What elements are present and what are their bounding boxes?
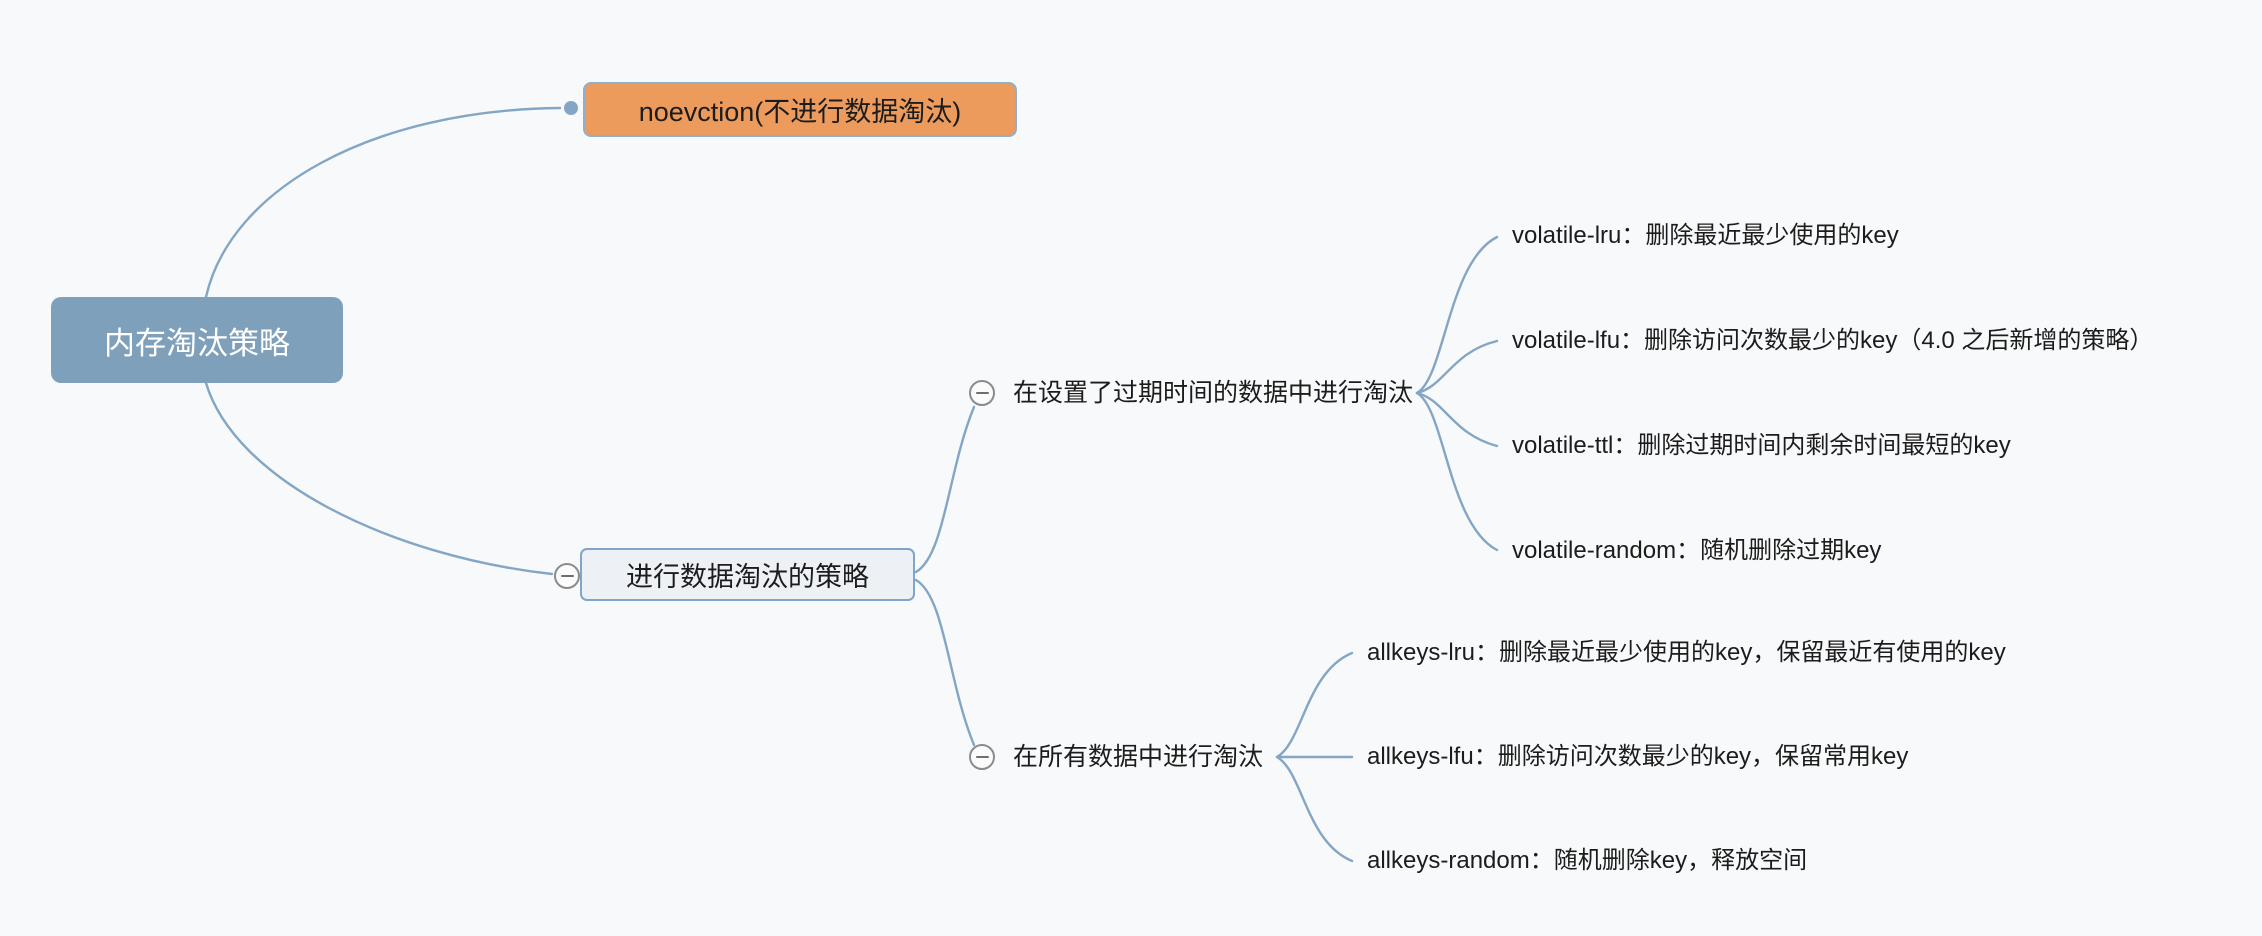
leaf-topic-volatile-lru[interactable]: volatile-lru：删除最近最少使用的key — [1512, 222, 1899, 249]
branch-topic-eviction[interactable]: 进行数据淘汰的策略 — [580, 548, 915, 601]
collapse-button-volatile-group[interactable] — [969, 380, 995, 406]
leaf-topic-allkeys-lru[interactable]: allkeys-lru：删除最近最少使用的key，保留最近有使用的key — [1367, 639, 2006, 666]
leaf-topic-allkeys-random[interactable]: allkeys-random：随机删除key，释放空间 — [1367, 847, 1808, 874]
leaf-topic-allkeys-lfu[interactable]: allkeys-lfu：删除访问次数最少的key，保留常用key — [1367, 743, 1909, 770]
group-topic-allkeys[interactable]: 在所有数据中进行淘汰 — [1013, 743, 1264, 771]
connector-line — [204, 106, 562, 299]
connector-line — [204, 381, 554, 576]
connector-line — [914, 578, 976, 747]
connector-line — [1415, 235, 1499, 395]
minus-icon — [560, 574, 574, 578]
connector-line — [914, 405, 976, 574]
group-topic-volatile[interactable]: 在设置了过期时间的数据中进行淘汰 — [1013, 379, 1414, 407]
minus-icon — [975, 391, 989, 395]
collapse-button-eviction[interactable] — [554, 563, 580, 589]
connector-line — [1275, 651, 1354, 759]
connector-line — [1415, 391, 1499, 448]
minus-icon — [975, 755, 989, 759]
root-topic[interactable]: 内存淘汰策略 — [51, 297, 343, 383]
connector-line — [1415, 339, 1499, 395]
leaf-topic-volatile-ttl[interactable]: volatile-ttl：删除过期时间内剩余时间最短的key — [1512, 432, 2011, 459]
connector-line — [1275, 755, 1354, 863]
connector-line — [1415, 391, 1499, 552]
collapse-button-allkeys-group[interactable] — [969, 744, 995, 770]
leaf-topic-volatile-lfu[interactable]: volatile-lfu：删除访问次数最少的key（4.0 之后新增的策略） — [1512, 327, 2154, 354]
branch-dot — [564, 101, 578, 115]
leaf-topic-volatile-random[interactable]: volatile-random：随机删除过期key — [1512, 537, 1882, 564]
branch-topic-noeviction[interactable]: noevction(不进行数据淘汰) — [583, 82, 1017, 137]
